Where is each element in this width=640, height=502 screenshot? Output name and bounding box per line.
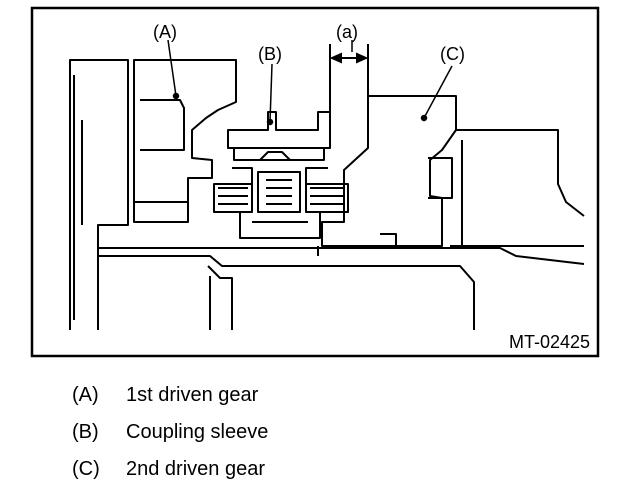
synchronizer-block bbox=[213, 183, 253, 213]
second-driven-gear bbox=[321, 95, 457, 247]
figure-id: MT-02425 bbox=[509, 332, 590, 352]
legend-key: (B) bbox=[72, 421, 99, 443]
legend-key: (A) bbox=[72, 384, 99, 406]
left-housing bbox=[69, 59, 129, 330]
legend-item: (B) Coupling sleeve bbox=[72, 421, 268, 458]
right-housing bbox=[456, 129, 585, 217]
legend-item: (C) 2nd driven gear bbox=[72, 458, 268, 495]
callout-gap-a: (a) bbox=[336, 22, 358, 42]
callout-b: (B) bbox=[258, 44, 282, 64]
first-driven-gear bbox=[133, 59, 237, 223]
diagram-frame bbox=[30, 6, 600, 358]
legend-item: (A) 1st driven gear bbox=[72, 384, 268, 421]
legend-key: (C) bbox=[72, 458, 100, 480]
coupling-sleeve bbox=[227, 111, 331, 149]
legend-text: Coupling sleeve bbox=[126, 421, 269, 443]
main-shaft bbox=[98, 247, 585, 265]
parts-legend: (A) 1st driven gear (B) Coupling sleeve … bbox=[72, 384, 268, 495]
callout-a-upper: (A) bbox=[153, 22, 177, 42]
legend-text: 2nd driven gear bbox=[126, 458, 265, 480]
callout-c: (C) bbox=[440, 44, 465, 64]
gap-dimension-marker bbox=[329, 52, 369, 64]
transmission-cross-section-diagram: (A) (B) (C) (a) MT-02425 bbox=[30, 6, 600, 358]
legend-text: 1st driven gear bbox=[126, 384, 259, 406]
